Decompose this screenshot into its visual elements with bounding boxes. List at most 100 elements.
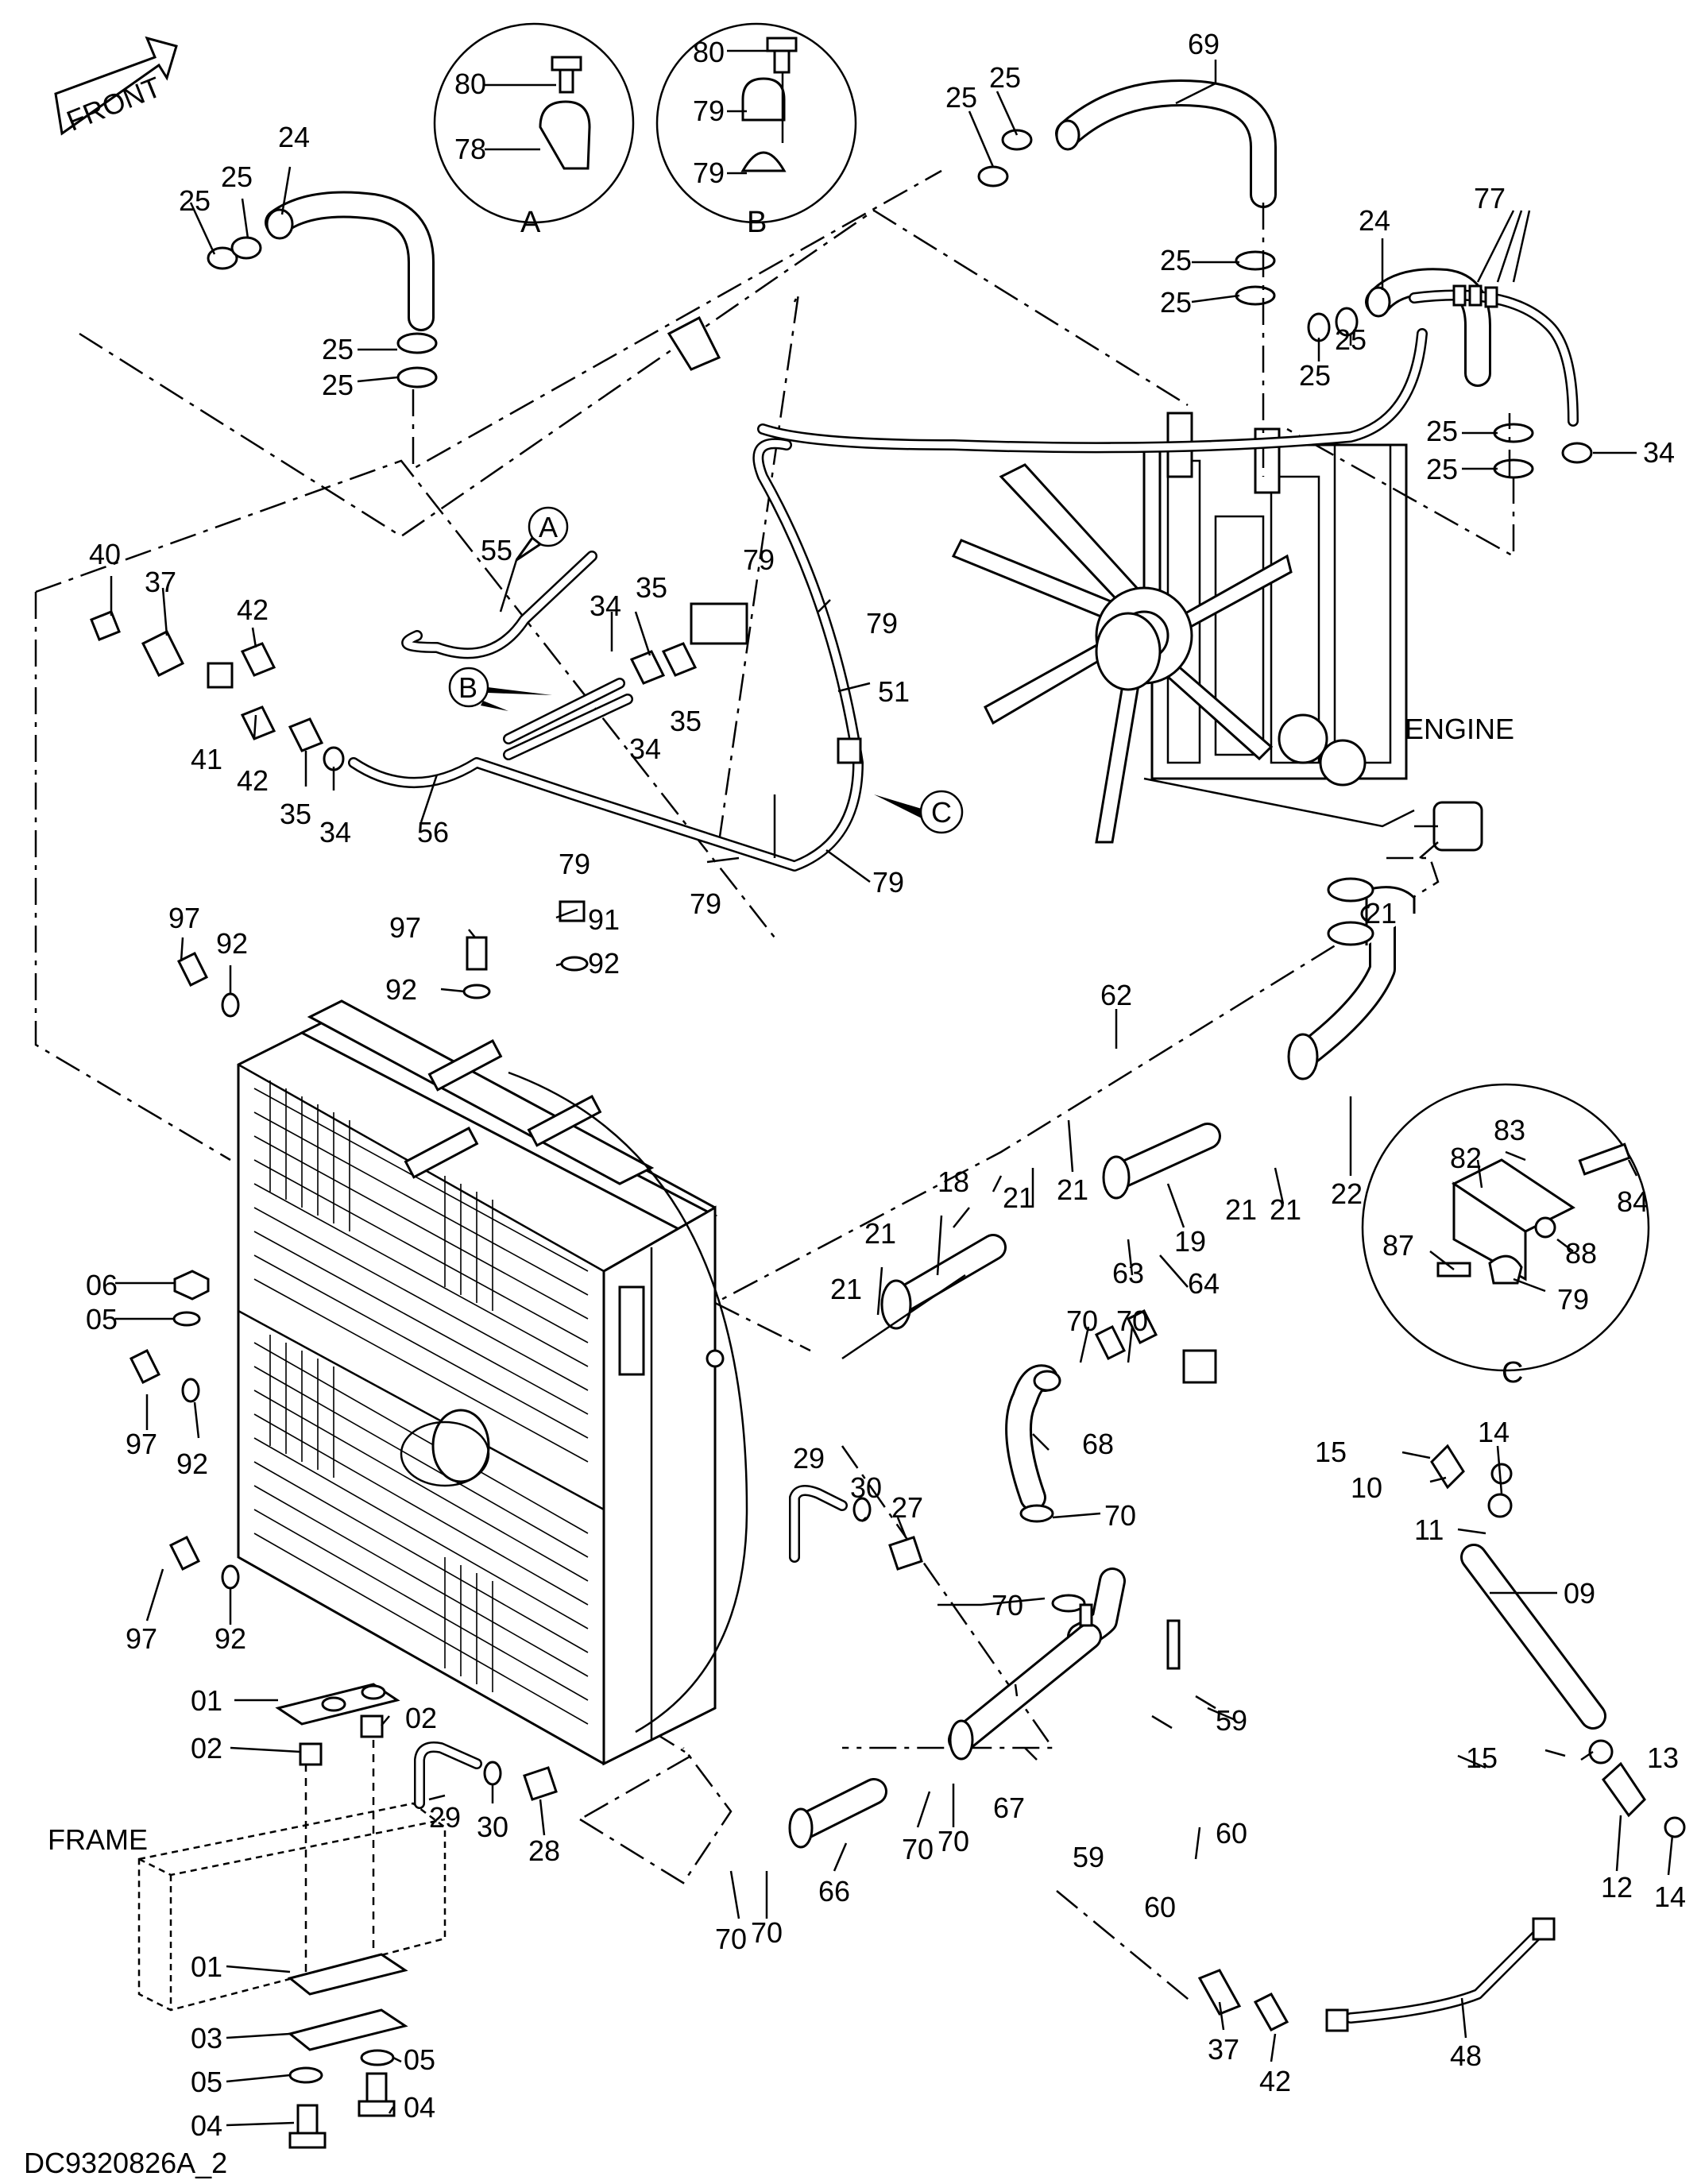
detail-b-part-79b: 79 (693, 157, 725, 189)
detail-b: 80 79 79 B (655, 22, 857, 239)
part-num: 70 (992, 1589, 1023, 1622)
part-num: 25 (989, 61, 1021, 94)
left-fittings (90, 315, 721, 1590)
part-num: 30 (477, 1811, 508, 1843)
part-num: 42 (237, 764, 269, 797)
part-num: 79 (866, 607, 898, 640)
part-num: 35 (670, 705, 702, 737)
frame: FRAME (48, 1802, 447, 2012)
part-num: 97 (389, 911, 421, 944)
part-num: 21 (1365, 897, 1397, 930)
part-num: 25 (1160, 244, 1192, 276)
detail-c-part-83: 83 (1494, 1114, 1525, 1146)
part-num: 24 (278, 121, 310, 153)
cooling-fan (951, 443, 1293, 844)
part-num: 79 (743, 543, 775, 576)
part-num: 64 (1188, 1267, 1220, 1300)
part-num: 21 (830, 1273, 862, 1305)
detail-b-part-79a: 79 (693, 95, 725, 127)
part-num: 92 (588, 947, 620, 980)
front-arrow: FRONT (54, 36, 178, 137)
part-num: 41 (191, 743, 222, 775)
part-num: 05 (191, 2066, 222, 2098)
frame-label: FRAME (48, 1823, 148, 1856)
part-num: 92 (385, 973, 417, 1006)
part-num: 25 (221, 160, 253, 193)
part-num: 01 (191, 1950, 222, 1983)
part-num: 68 (1082, 1428, 1114, 1460)
small-hoses (348, 328, 1428, 872)
part-num: 27 (891, 1491, 923, 1524)
part-num: 29 (429, 1801, 461, 1834)
part-num: 48 (1450, 2039, 1482, 2072)
detail-c-part-79: 79 (1557, 1283, 1589, 1316)
callout-b-letter: B (458, 671, 477, 704)
part-num: 06 (86, 1269, 118, 1301)
assembly-leader-lines (34, 169, 1515, 2003)
part-num: 11 (1414, 1513, 1444, 1546)
part-num: 42 (1259, 2065, 1291, 2097)
part-num: 34 (1643, 436, 1675, 469)
upper-hose-24-left (207, 191, 438, 388)
part-num: 29 (793, 1442, 825, 1475)
part-num: 25 (945, 81, 977, 114)
detail-b-part-80: 80 (693, 36, 725, 68)
part-num: 34 (319, 816, 351, 848)
part-num: 63 (1112, 1257, 1144, 1289)
part-num: 03 (191, 2022, 222, 2055)
part-num: 92 (216, 927, 248, 960)
part-num: 09 (1564, 1577, 1595, 1610)
part-num: 79 (559, 848, 590, 880)
part-num: 04 (191, 2109, 222, 2142)
detail-a: 80 78 A (433, 22, 635, 239)
detail-a-part-78: 78 (454, 133, 486, 165)
part-num: 97 (126, 1622, 157, 1655)
part-num: 02 (405, 1702, 437, 1734)
part-num: 79 (690, 887, 721, 920)
part-num: 35 (636, 571, 667, 604)
part-num: 97 (168, 902, 200, 934)
detail-b-letter: B (747, 206, 767, 239)
part-num: 70 (937, 1825, 969, 1857)
part-num: 70 (1066, 1305, 1098, 1337)
part-num: 51 (878, 675, 910, 708)
part-num: 15 (1466, 1741, 1498, 1774)
callout-a: A (515, 506, 569, 562)
detail-c: 83 82 84 87 88 79 C (1361, 1083, 1650, 1390)
part-num: 92 (176, 1448, 208, 1480)
part-num: 79 (872, 866, 904, 899)
part-num: 59 (1216, 1704, 1247, 1737)
drawing-id: DC9320826A_2 (24, 2147, 227, 2179)
part-num: 15 (1315, 1436, 1347, 1468)
part-num: 34 (590, 589, 621, 622)
part-num: 25 (1426, 415, 1458, 447)
part-num: 70 (751, 1916, 783, 1949)
part-num: 14 (1654, 1881, 1686, 1913)
part-num: 69 (1188, 28, 1220, 60)
part-num: 55 (481, 534, 512, 566)
engine-label: ENGINE (1405, 713, 1514, 745)
detail-a-letter: A (520, 206, 541, 239)
detail-a-part-80: 80 (454, 68, 486, 100)
part-num: 35 (280, 798, 311, 830)
part-num: 25 (322, 333, 354, 365)
callout-a-letter: A (539, 511, 558, 543)
support-rod (1430, 1444, 1686, 1838)
part-num: 21 (1057, 1173, 1088, 1206)
part-num: 70 (1104, 1499, 1136, 1532)
part-num: 60 (1144, 1891, 1176, 1923)
part-num: 02 (191, 1732, 222, 1765)
part-num: 42 (237, 593, 269, 626)
part-num: 62 (1100, 979, 1132, 1011)
hose-24-right (1307, 268, 1593, 479)
part-num: 70 (715, 1923, 747, 1955)
part-num: 91 (588, 903, 620, 936)
part-num: 01 (191, 1684, 222, 1717)
part-num: 25 (179, 184, 211, 217)
part-num: 30 (850, 1471, 882, 1504)
part-num: 25 (1426, 453, 1458, 485)
part-num: 70 (902, 1833, 934, 1865)
part-num: 34 (629, 733, 661, 765)
part-num: 60 (1216, 1817, 1247, 1850)
